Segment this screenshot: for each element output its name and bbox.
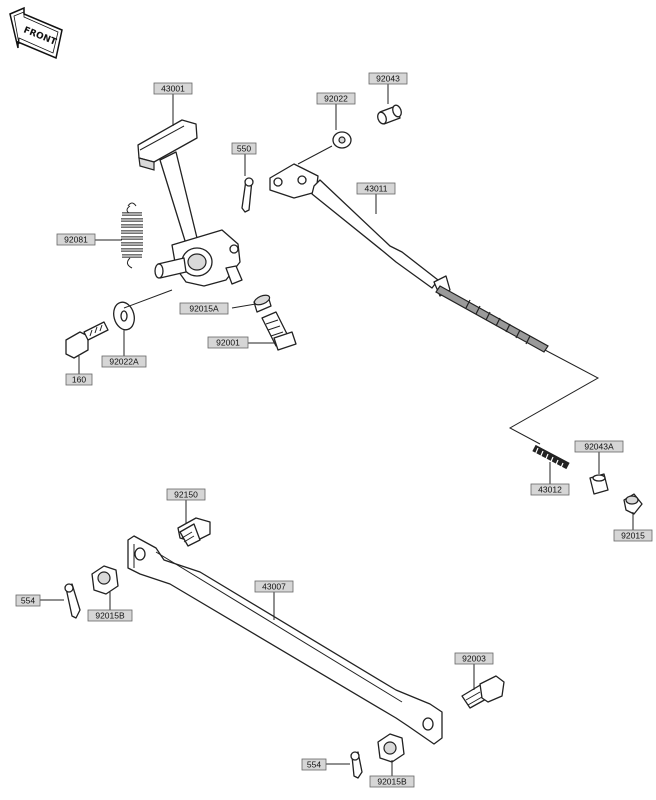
cotter-pin-top bbox=[241, 177, 254, 213]
brake-pedal bbox=[137, 119, 243, 287]
callout-nut-left-label: 92015B bbox=[95, 611, 125, 621]
callout-cotter-pin-bottom: 554 bbox=[301, 758, 327, 771]
callout-washer-pedal: 92022A bbox=[101, 355, 147, 368]
callout-cotter-pin-top-label: 550 bbox=[237, 144, 251, 154]
callout-bolt-pedal: 160 bbox=[65, 373, 93, 386]
callout-bolt-link-right-label: 92003 bbox=[462, 654, 486, 664]
link-bolt-right bbox=[461, 675, 505, 709]
callout-nut-left: 92015B bbox=[87, 609, 133, 622]
top-pin bbox=[377, 104, 402, 125]
callout-pin-top: 92043 bbox=[368, 72, 408, 85]
callout-pedal: 43001 bbox=[153, 82, 193, 95]
front-arrow-icon: FRONT bbox=[9, 6, 63, 60]
callout-rod-link-label: 43007 bbox=[262, 582, 286, 592]
pedal-washer bbox=[113, 301, 135, 331]
callout-cotter-pin-left-label: 554 bbox=[21, 596, 35, 606]
callout-nut-bottom-label: 92015B bbox=[377, 777, 407, 787]
callout-washer-top-label: 92022 bbox=[324, 94, 348, 104]
retaining-clip bbox=[623, 493, 643, 515]
callout-washer-top: 92022 bbox=[316, 92, 356, 105]
callout-pivot-bolt: 92001 bbox=[207, 336, 249, 349]
callout-pin-lower: 92043A bbox=[574, 440, 624, 453]
callout-bushing-label: 92015A bbox=[189, 304, 219, 314]
link-bolt-left bbox=[177, 517, 211, 547]
leader-lines bbox=[40, 84, 634, 776]
return-spring bbox=[121, 202, 143, 269]
callout-rod-link: 43007 bbox=[254, 580, 294, 593]
callout-nut-bottom: 92015B bbox=[369, 775, 415, 788]
cotter-pin-bottom bbox=[350, 751, 363, 779]
callout-bolt-pedal-label: 160 bbox=[72, 375, 86, 385]
callout-pin-top-label: 92043 bbox=[376, 74, 400, 84]
pivot-bolt bbox=[261, 311, 297, 351]
cotter-pin-left bbox=[64, 583, 81, 619]
nut-bottom bbox=[377, 733, 405, 763]
callout-cotter-pin-bottom-label: 554 bbox=[307, 760, 321, 770]
pivot-bushing bbox=[253, 294, 272, 313]
upper-brake-rod bbox=[269, 163, 549, 353]
callout-bushing: 92015A bbox=[179, 302, 229, 315]
lower-pin bbox=[589, 473, 609, 495]
callout-spring-small: 43012 bbox=[530, 483, 570, 496]
callout-bolt-link-left: 92150 bbox=[166, 488, 206, 501]
small-spring bbox=[532, 444, 570, 471]
callout-spring-small-label: 43012 bbox=[538, 485, 562, 495]
callout-spring-label: 92081 bbox=[64, 235, 88, 245]
callout-clip: 92015 bbox=[613, 529, 653, 542]
callout-pin-lower-label: 92043A bbox=[584, 442, 614, 452]
pedal-pivot-bolt bbox=[65, 321, 109, 359]
callout-bolt-link-left-label: 92150 bbox=[174, 490, 198, 500]
callout-clip-label: 92015 bbox=[621, 531, 645, 541]
connection-line bbox=[508, 349, 600, 445]
top-washer bbox=[332, 131, 352, 149]
callout-cotter-pin-left: 554 bbox=[15, 594, 41, 607]
callout-bolt-link-right: 92003 bbox=[454, 652, 494, 665]
callout-pedal-label: 43001 bbox=[161, 84, 185, 94]
callout-rod-upper-label: 43011 bbox=[364, 184, 387, 194]
nut-left bbox=[91, 565, 119, 595]
callout-rod-upper: 43011 bbox=[356, 182, 396, 195]
callout-washer-pedal-label: 92022A bbox=[109, 357, 139, 367]
brake-link-rod bbox=[127, 535, 443, 745]
callout-cotter-pin-top: 550 bbox=[231, 142, 257, 155]
callout-pivot-bolt-label: 92001 bbox=[216, 338, 240, 348]
callout-spring: 92081 bbox=[56, 233, 96, 246]
